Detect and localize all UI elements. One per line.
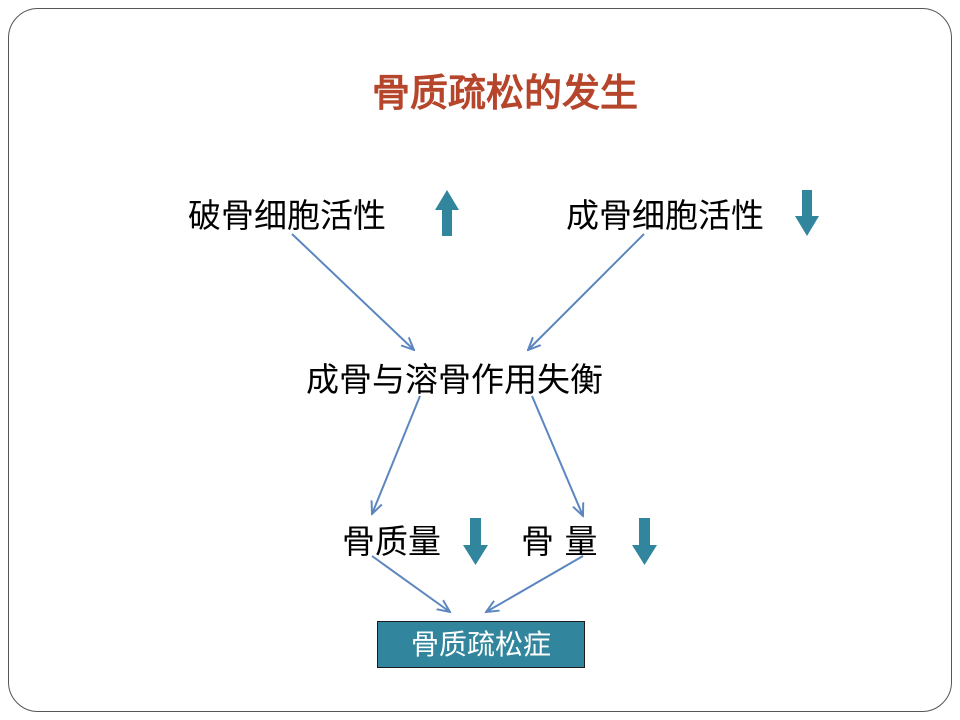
osteoporosis-box: 骨质疏松症 <box>377 621 585 668</box>
connector-bone-mass-to-osteoporosis <box>371 555 450 612</box>
slide-frame <box>8 8 952 712</box>
connector-imbalance-to-bone-mass <box>372 395 421 514</box>
down-arrow-icon <box>795 190 819 236</box>
imbalance-label: 成骨与溶骨作用失衡 <box>306 360 603 399</box>
osteoblast-activity-label: 成骨细胞活性 <box>566 196 764 235</box>
bone-mass-label: 骨质量 <box>342 522 441 561</box>
up-arrow-icon <box>435 190 459 236</box>
connector-imbalance-to-bone-amount <box>531 395 583 516</box>
slide-title: 骨质疏松的发生 <box>371 71 638 115</box>
down-arrow-icon <box>463 518 488 565</box>
connector-osteoclast-to-imbalance <box>291 233 414 350</box>
osteoclast-activity-label: 破骨细胞活性 <box>188 196 386 235</box>
connector-osteoblast-to-imbalance <box>528 233 645 350</box>
down-arrow-icon <box>632 518 657 565</box>
connector-bone-amount-to-osteoporosis <box>486 555 584 612</box>
bone-amount-label: 骨 量 <box>521 522 598 561</box>
